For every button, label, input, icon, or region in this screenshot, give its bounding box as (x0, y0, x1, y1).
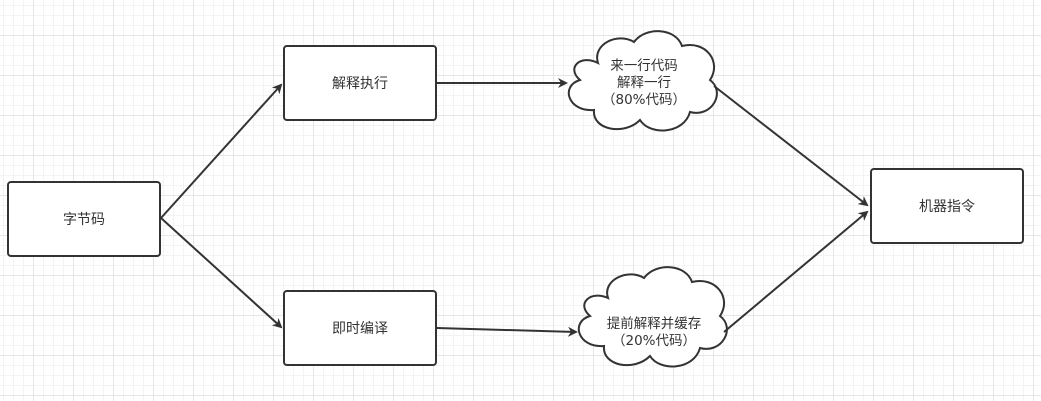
cloud-interpret-line1: 来一行代码 (610, 58, 678, 74)
node-bytecode-label: 字节码 (63, 212, 105, 228)
node-jit-compile[interactable]: 即时编译 (283, 290, 437, 366)
cloud-jit-note (577, 266, 728, 368)
cloud-jit-line1: 提前解释并缓存 (606, 316, 702, 332)
cloud-jit-note-text: 提前解释并缓存 （20%代码） (592, 316, 716, 350)
edge-bytecode-to-interpret (160, 83, 283, 219)
node-interpret-execution[interactable]: 解释执行 (283, 45, 437, 121)
edge-cloud-to-machine-top (713, 85, 869, 207)
cloud-interpret-note-text: 来一行代码 解释一行 （80%代码） (582, 58, 706, 109)
node-interpret-label: 解释执行 (332, 76, 388, 92)
edge-bytecode-to-jit (160, 217, 283, 329)
node-jit-label: 即时编译 (332, 321, 388, 337)
cloud-interpret-line2: 解释一行 (617, 75, 671, 91)
node-machine-label: 机器指令 (919, 199, 975, 215)
node-machine-instructions[interactable]: 机器指令 (870, 168, 1024, 244)
cloud-interpret-line3: （80%代码） (601, 92, 686, 108)
cloud-interpret-note (567, 30, 718, 132)
edge-cloud-to-machine-bottom (723, 210, 869, 333)
edge-jit-to-cloud (436, 326, 578, 337)
node-bytecode[interactable]: 字节码 (7, 181, 161, 257)
cloud-jit-line2: （20%代码） (611, 333, 696, 349)
